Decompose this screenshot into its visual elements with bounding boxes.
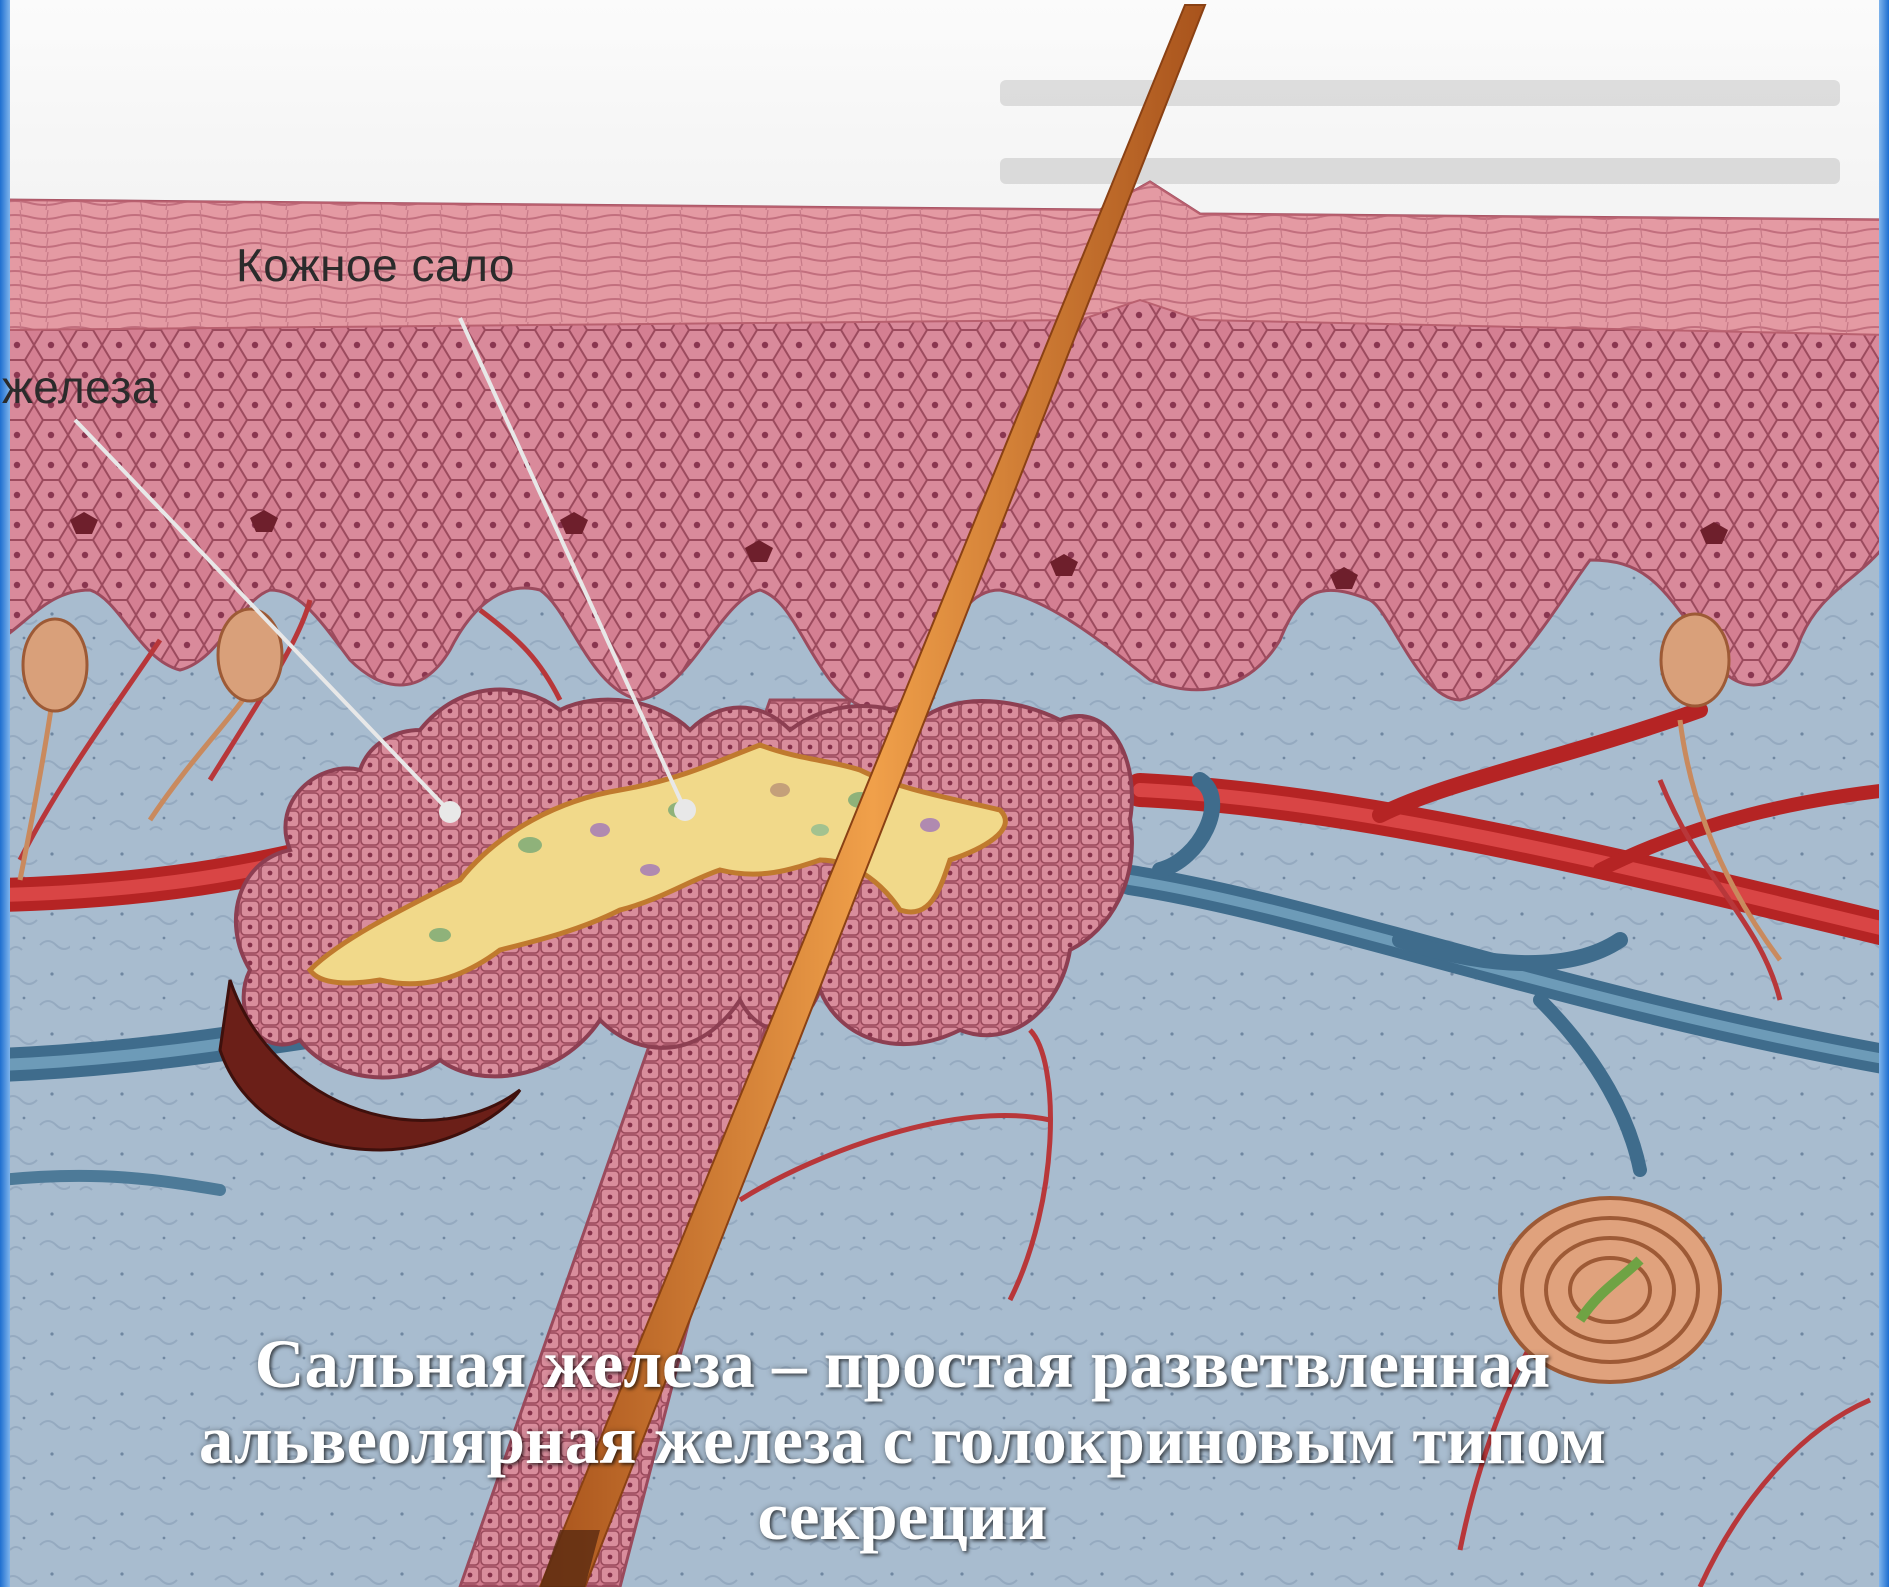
label-gland: железа [2,360,158,414]
caption: Сальная железа – простая разветвленная а… [0,1326,1805,1554]
caption-line-1: Сальная железа – простая разветвленная [0,1326,1805,1402]
gland-leader-dot [439,801,461,823]
sebum-leader-dot [674,799,696,821]
frame-right-edge [1879,0,1889,1587]
label-sebum: Кожное сало [236,238,515,292]
caption-line-2: альвеолярная железа с голокриновым типом [0,1402,1805,1478]
background-top [0,0,1889,230]
caption-line-3: секреции [0,1478,1805,1554]
